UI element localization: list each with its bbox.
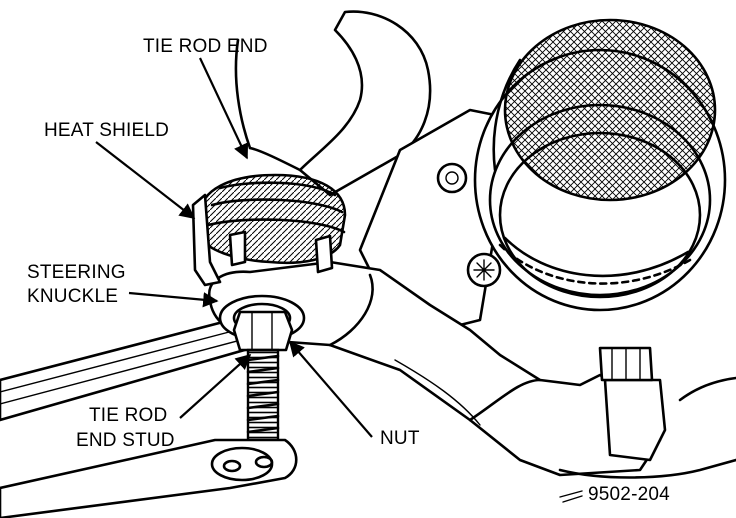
lower-ball-joint-bracket [558,346,736,479]
upper-control-arm [234,10,432,197]
brake-rotor-hub [473,18,727,312]
leader-tie-rod-end-stud [179,353,252,419]
heat-shield [191,193,334,287]
label-tie-rod-end-stud-line2: END STUD [76,430,175,451]
leader-steering-knuckle [128,291,219,308]
figure-number: 9502-204 [559,484,670,505]
nut [232,310,294,352]
leader-heat-shield [95,141,196,219]
leader-nut [288,340,373,438]
label-tie-rod-end-stud-line1: TIE ROD [89,405,167,426]
label-steering-knuckle-line2: KNUCKLE [27,286,118,307]
lower-tie-rod-end [0,438,298,518]
figure-number-text: 9502-204 [588,484,670,505]
leader-lines [95,57,373,438]
label-tie-rod-end: TIE ROD END [143,36,268,57]
label-heat-shield: HEAT SHIELD [44,120,169,141]
tie-rod-end-stud [246,348,280,442]
label-steering-knuckle-line1: STEERING [27,262,126,283]
leader-tie-rod-end [199,57,249,160]
label-nut: NUT [380,428,420,449]
